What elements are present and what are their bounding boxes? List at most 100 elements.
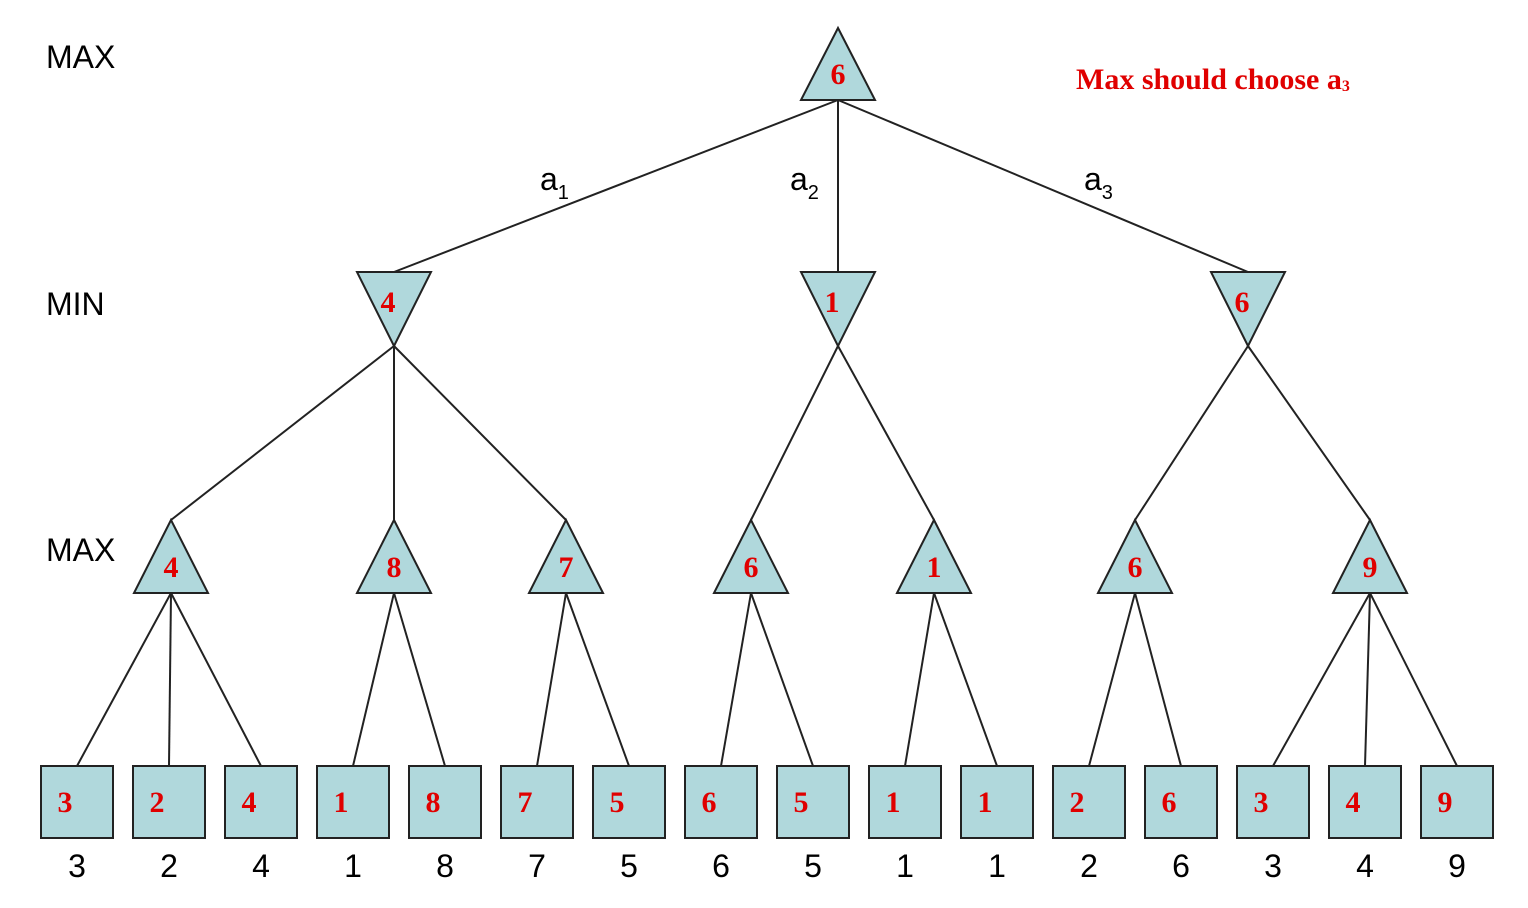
root-max-node (799, 25, 877, 101)
leaf-node-4 (408, 765, 482, 839)
leaf-utility-label-1: 2 (160, 848, 178, 884)
leaf-node-15-value: 9 (1438, 786, 1453, 819)
leaf-node-8-value: 5 (794, 786, 809, 819)
leaf-utility-label-14: 4 (1356, 848, 1374, 884)
leaf-node-13 (1236, 765, 1310, 839)
leaf-node-10-value: 1 (978, 786, 993, 819)
min-node-1 (799, 271, 877, 349)
leaf-utility-label-6: 5 (620, 848, 638, 884)
choice-note-text: Max should choose a (1076, 63, 1342, 96)
max-node-4-value: 1 (927, 551, 942, 584)
max-node-2-value: 7 (559, 551, 574, 584)
edge-max-leaf-9 (904, 592, 935, 767)
choice-note: Max should choose a3 (1076, 63, 1350, 96)
leaf-node-2-value: 4 (242, 786, 257, 819)
leaf-node-12-value: 6 (1162, 786, 1177, 819)
leaf-node-11-value: 2 (1070, 786, 1085, 819)
level-label-max-top: MAX (46, 39, 115, 75)
max-node-5-value: 6 (1128, 551, 1143, 584)
root-max-node-value: 6 (831, 58, 846, 91)
leaf-node-6 (592, 765, 666, 839)
min-node-0-value: 4 (381, 286, 396, 319)
edge-max-leaf-3 (352, 592, 395, 767)
edge-max-leaf-0 (76, 592, 172, 767)
max-node-2 (527, 517, 605, 594)
leaf-node-12 (1144, 765, 1218, 839)
max-node-3-value: 6 (744, 551, 759, 584)
edge-max-leaf-1 (168, 592, 172, 767)
edge-min-max-4 (837, 345, 935, 521)
edge-max-leaf-13 (1272, 592, 1371, 767)
edge-label-a1: a1 (540, 161, 569, 204)
leaf-node-0 (40, 765, 114, 839)
edge-max-leaf-8 (750, 592, 814, 767)
max-node-6-value: 9 (1363, 551, 1378, 584)
min-node-0 (355, 271, 433, 349)
min-node-2-value: 6 (1235, 286, 1250, 319)
edge-min-max-6 (1247, 345, 1371, 521)
leaf-node-15 (1420, 765, 1494, 839)
leaf-node-6-value: 5 (610, 786, 625, 819)
edge-min-max-0 (170, 345, 395, 521)
max-node-0 (132, 517, 210, 594)
leaf-node-4-value: 8 (426, 786, 441, 819)
edge-max-leaf-7 (720, 592, 752, 767)
leaf-utility-label-7: 6 (712, 848, 730, 884)
leaf-node-1 (132, 765, 206, 839)
leaf-node-9 (868, 765, 942, 839)
choice-note-subscript: 3 (1342, 78, 1350, 95)
edge-label-a3: a3 (1084, 161, 1113, 204)
max-node-1-value: 8 (387, 551, 402, 584)
min-node-1-value: 1 (825, 286, 840, 319)
leaf-utility-label-12: 6 (1172, 848, 1190, 884)
max-node-3 (712, 517, 790, 594)
leaf-node-1-value: 2 (150, 786, 165, 819)
edge-max-leaf-14 (1364, 592, 1371, 767)
level-label-max-bottom: MAX (46, 532, 115, 568)
edge-label-a2: a2 (790, 161, 819, 204)
leaf-node-7 (684, 765, 758, 839)
leaf-node-10 (960, 765, 1034, 839)
edge-max-leaf-5 (536, 592, 567, 767)
edge-max-leaf-4 (393, 592, 446, 767)
leaf-utility-label-8: 5 (804, 848, 822, 884)
max-node-0-value: 4 (164, 551, 179, 584)
edge-max-leaf-2 (170, 592, 262, 767)
edge-min-max-5 (1134, 345, 1249, 521)
leaf-utility-label-10: 1 (988, 848, 1006, 884)
edge-min-max-3 (750, 345, 839, 521)
leaf-utility-label-15: 9 (1448, 848, 1466, 884)
edge-max-leaf-6 (565, 592, 630, 767)
level-label-min: MIN (46, 286, 105, 322)
edge-max-leaf-15 (1369, 592, 1458, 767)
max-node-4 (895, 517, 973, 594)
edge-max-leaf-12 (1134, 592, 1182, 767)
leaf-utility-label-2: 4 (252, 848, 270, 884)
leaf-node-14-value: 4 (1346, 786, 1361, 819)
edge-max-leaf-11 (1088, 592, 1136, 767)
leaf-node-8 (776, 765, 850, 839)
leaf-utility-label-9: 1 (896, 848, 914, 884)
leaf-node-3-value: 1 (334, 786, 349, 819)
tree-edges (76, 99, 1458, 767)
leaf-node-14 (1328, 765, 1402, 839)
leaf-node-11 (1052, 765, 1126, 839)
leaf-node-3 (316, 765, 390, 839)
leaf-node-2 (224, 765, 298, 839)
max-node-5 (1096, 517, 1174, 594)
leaf-utility-label-5: 7 (528, 848, 546, 884)
edge-root-min-2 (837, 99, 1249, 273)
leaf-utility-label-11: 2 (1080, 848, 1098, 884)
leaf-utility-label-3: 1 (344, 848, 362, 884)
leaf-node-5 (500, 765, 574, 839)
leaf-utility-label-0: 3 (68, 848, 86, 884)
leaf-node-9-value: 1 (886, 786, 901, 819)
leaf-node-7-value: 6 (702, 786, 717, 819)
edge-max-leaf-10 (933, 592, 998, 767)
leaf-utility-label-4: 8 (436, 848, 454, 884)
leaf-utility-label-13: 3 (1264, 848, 1282, 884)
max-node-6 (1331, 517, 1409, 594)
min-node-2 (1209, 271, 1287, 349)
